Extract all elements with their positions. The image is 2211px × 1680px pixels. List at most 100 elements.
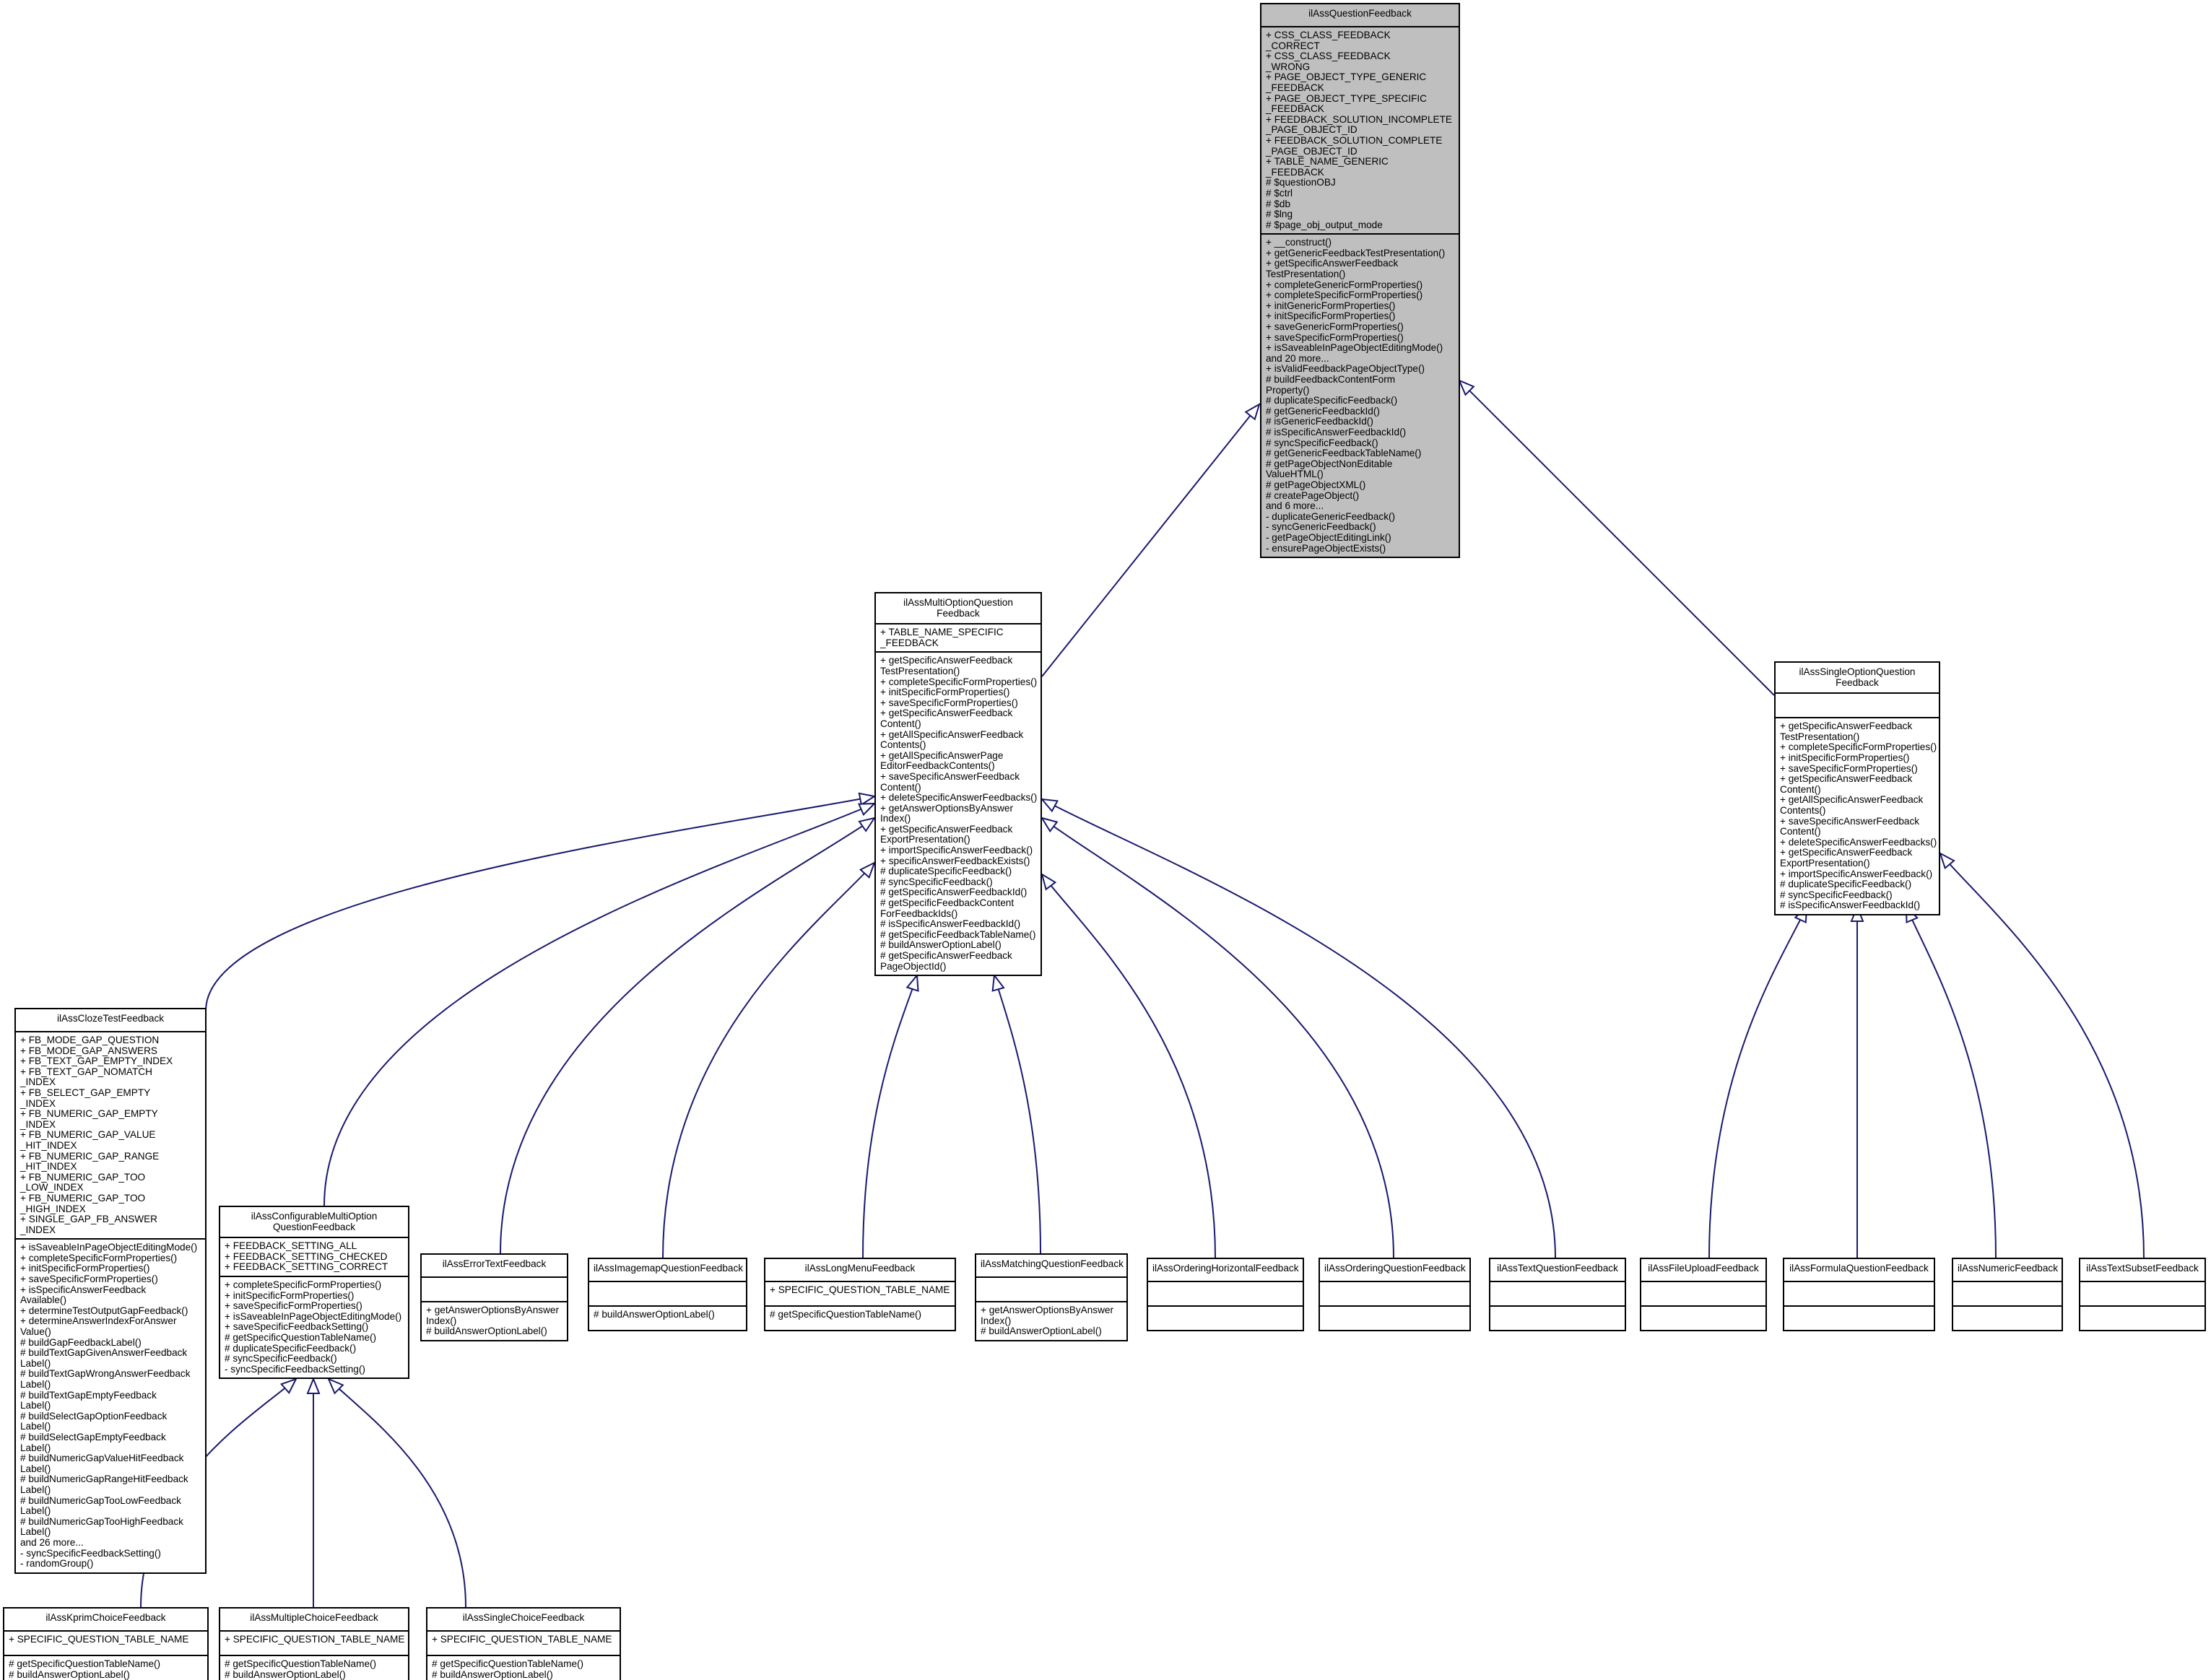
method-line: Contents(): [1780, 804, 1826, 816]
attribute-line: + FB_NUMERIC_GAP_TOO: [20, 1192, 146, 1204]
attribute-line: + FB_NUMERIC_GAP_EMPTY: [20, 1108, 158, 1120]
method-line: + getAnswerOptionsByAnswer: [880, 802, 1013, 814]
attribute-line: + SPECIFIC_QUESTION_TABLE_NAME: [9, 1634, 189, 1645]
class-box-textsubset[interactable]: ilAssTextSubsetFeedback: [2079, 1258, 2206, 1331]
class-name: ilAssConfigurableMultiOption QuestionFee…: [251, 1211, 378, 1232]
method-line: and 26 more...: [20, 1536, 84, 1548]
attribute-line: _FEEDBACK: [1266, 103, 1324, 115]
method-line: Label(): [20, 1357, 51, 1369]
inheritance-edge-config-multi: [323, 803, 875, 1206]
method-line: + completeSpecificFormProperties(): [1780, 741, 1937, 753]
class-box-formula[interactable]: ilAssFormulaQuestionFeedback: [1783, 1258, 1935, 1331]
method-line: # createPageObject(): [1266, 489, 1360, 501]
method-line: Label(): [20, 1421, 51, 1432]
methods-compartment: # getSpecificQuestionTableName(): [765, 1305, 955, 1330]
class-box-config[interactable]: ilAssConfigurableMultiOption QuestionFee…: [219, 1206, 409, 1380]
inheritance-edge-cloze-multi: [205, 796, 875, 1011]
inheritance-edge-textsubset-single: [1939, 853, 2145, 1258]
method-line: + saveSpecificFeedbackSetting(): [225, 1321, 369, 1333]
method-line: # getPageObjectXML(): [1266, 479, 1366, 490]
inheritance-arrowhead-icon: [1939, 851, 1955, 870]
method-line: # getSpecificAnswerFeedback: [880, 950, 1012, 961]
class-box-errortext[interactable]: ilAssErrorTextFeedback+ getAnswerOptions…: [420, 1253, 568, 1341]
method-line: + getAllSpecificAnswerPage: [880, 749, 1004, 761]
class-box-orderingh[interactable]: ilAssOrderingHorizontalFeedback: [1147, 1258, 1304, 1331]
method-line: + getSpecificAnswerFeedback: [880, 708, 1013, 719]
methods-compartment: + isSaveableInPageObjectEditingMode()+ c…: [16, 1238, 205, 1572]
attributes-compartment: + SPECIFIC_QUESTION_TABLE_NAME: [765, 1281, 955, 1305]
inheritance-arrowhead-icon: [1040, 798, 1059, 813]
method-line: - syncSpecificFeedbackSetting(): [20, 1547, 161, 1559]
method-line: # buildSelectGapEmptyFeedback: [20, 1431, 166, 1442]
method-line: # syncSpecificFeedback(): [1266, 437, 1378, 448]
method-line: + getAllSpecificAnswerFeedback: [1780, 794, 1924, 806]
inheritance-edge-fileupload-single: [1708, 906, 1807, 1258]
method-line: EditorFeedbackContents(): [880, 760, 995, 772]
class-name: ilAssQuestionFeedback: [1308, 8, 1412, 19]
method-line: + deleteSpecificAnswerFeedbacks(): [1780, 836, 1937, 848]
class-box-cloze[interactable]: ilAssClozeTestFeedback+ FB_MODE_GAP_QUES…: [14, 1008, 207, 1574]
class-box-singlechoice[interactable]: ilAssSingleChoiceFeedback+ SPECIFIC_QUES…: [426, 1607, 621, 1680]
attribute-line: # $db: [1266, 198, 1291, 209]
attribute-line: _WRONG: [1266, 61, 1311, 72]
method-line: + saveSpecificFormProperties(): [1266, 331, 1404, 343]
class-box-numeric[interactable]: ilAssNumericFeedback: [1952, 1258, 2063, 1331]
method-line: ValueHTML(): [1266, 469, 1324, 480]
method-line: # buildNumericGapTooHighFeedback: [20, 1515, 183, 1527]
method-line: + getGenericFeedbackTestPresentation(): [1266, 247, 1446, 258]
inheritance-edge-multi-top: [1041, 404, 1260, 677]
method-line: - getPageObjectEditingLink(): [1266, 531, 1391, 543]
method-line: - ensurePageObjectExists(): [1266, 542, 1386, 554]
class-box-single[interactable]: ilAssSingleOptionQuestion Feedback+ getS…: [1774, 661, 1940, 915]
class-box-fileupload[interactable]: ilAssFileUploadFeedback: [1640, 1258, 1767, 1331]
method-line: + __construct(): [1266, 237, 1332, 248]
attributes-compartment: [1490, 1281, 1625, 1305]
method-line: Label(): [20, 1526, 51, 1538]
method-line: + getSpecificAnswerFeedback: [1266, 258, 1399, 269]
class-name: ilAssMatchingQuestionFeedback: [981, 1258, 1124, 1269]
method-line: # syncSpecificFeedback(): [1780, 889, 1893, 900]
class-box-textq[interactable]: ilAssTextQuestionFeedback: [1489, 1258, 1626, 1331]
attributes-compartment: + FB_MODE_GAP_QUESTION+ FB_MODE_GAP_ANSW…: [16, 1031, 205, 1238]
method-line: + determineAnswerIndexForAnswer: [20, 1315, 177, 1327]
method-line: # getSpecificAnswerFeedbackId(): [880, 887, 1028, 898]
inheritance-arrowhead-icon: [858, 792, 877, 806]
method-line: # duplicateSpecificFeedback(): [1266, 395, 1398, 406]
method-line: + isValidFeedbackPageObjectType(): [1266, 363, 1425, 375]
class-box-orderingq[interactable]: ilAssOrderingQuestionFeedback: [1319, 1258, 1471, 1331]
method-line: + getAnswerOptionsByAnswer: [981, 1305, 1113, 1315]
attribute-line: + FB_MODE_GAP_QUESTION: [20, 1035, 160, 1045]
method-line: - randomGroup(): [20, 1558, 94, 1570]
attribute-line: # $lng: [1266, 209, 1293, 220]
methods-compartment: [2080, 1305, 2205, 1330]
class-box-kprim[interactable]: ilAssKprimChoiceFeedback+ SPECIFIC_QUEST…: [3, 1607, 209, 1680]
class-box-longmenu[interactable]: ilAssLongMenuFeedback+ SPECIFIC_QUESTION…: [764, 1258, 956, 1331]
methods-compartment: # getSpecificQuestionTableName()# buildA…: [427, 1655, 620, 1680]
method-line: Label(): [20, 1400, 51, 1411]
method-line: - duplicateGenericFeedback(): [1266, 510, 1396, 522]
class-name: ilAssMultipleChoiceFeedback: [250, 1612, 378, 1623]
attribute-line: _INDEX: [20, 1076, 56, 1088]
inheritance-edge-longmenu-multi: [862, 975, 918, 1258]
inheritance-arrowhead-icon: [327, 1377, 344, 1395]
method-line: # buildGapFeedbackLabel(): [20, 1336, 142, 1348]
inheritance-arrowhead-icon: [1040, 817, 1059, 833]
class-box-multiplechoice[interactable]: ilAssMultipleChoiceFeedback+ SPECIFIC_QU…: [219, 1607, 409, 1680]
class-box-imagemap[interactable]: ilAssImagemapQuestionFeedback# buildAnsw…: [588, 1258, 747, 1331]
class-box-multi[interactable]: ilAssMultiOptionQuestion Feedback+ TABLE…: [874, 592, 1042, 977]
method-line: Content(): [1780, 783, 1821, 795]
method-line: # buildNumericGapRangeHitFeedback: [20, 1474, 188, 1485]
method-line: Label(): [20, 1463, 51, 1474]
method-line: ExportPresentation(): [1780, 857, 1870, 869]
attribute-line: + FB_TEXT_GAP_EMPTY_INDEX: [20, 1056, 173, 1067]
class-box-top[interactable]: ilAssQuestionFeedback + CSS_CLASS_FEEDBAC…: [1260, 3, 1460, 559]
method-line: PageObjectId(): [880, 960, 947, 972]
method-line: # isSpecificAnswerFeedbackId(): [880, 918, 1021, 930]
class-name: ilAssMultiOptionQuestion Feedback: [903, 597, 1013, 619]
method-line: + specificAnswerFeedbackExists(): [880, 855, 1030, 866]
class-box-matching[interactable]: ilAssMatchingQuestionFeedback + getAnswer…: [975, 1253, 1128, 1341]
attribute-line: _HIGH_INDEX: [20, 1203, 86, 1214]
attribute-line: + CSS_CLASS_FEEDBACK: [1266, 30, 1391, 40]
method-line: Content(): [880, 718, 921, 729]
